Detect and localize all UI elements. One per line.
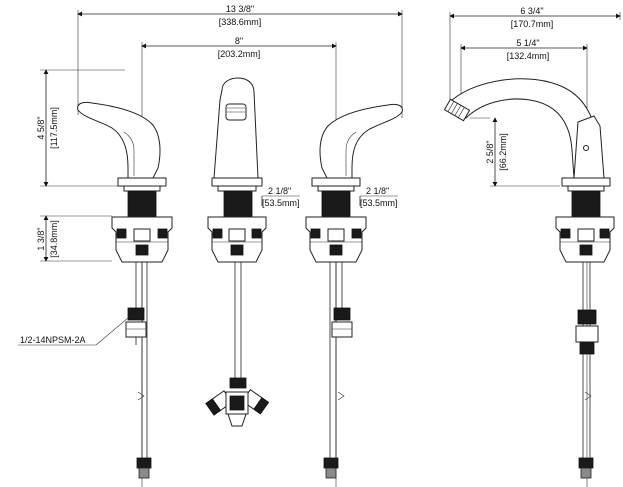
left-handle-valve (77, 101, 173, 479)
spout-height-metric: [66.2mm] (498, 133, 508, 171)
dimension-handle-height: 4 5/8" [117.5mm] (36, 69, 125, 187)
thread-spec-label: 1/2-14NPSM-2A (20, 335, 86, 345)
shank-offset-left-imperial: 2 1/8" (268, 186, 291, 196)
dimension-spout-reach-overall: 6 3/4" [170.7mm] (449, 6, 621, 100)
overall-width-imperial: 13 3/8" (226, 4, 254, 14)
spout-reach-imperial: 5 1/4" (516, 38, 539, 48)
center-spacing-metric: [203.2mm] (218, 49, 261, 59)
shank-length-imperial: 1 3/8" (36, 227, 46, 250)
dimension-shank-offset-right: 2 1/8" [53.5mm] (359, 186, 398, 208)
dimension-overall-width: 13 3/8" [338.6mm] (77, 4, 403, 118)
dimension-shank-offset-left: 2 1/8" [53.5mm] (261, 186, 300, 208)
spout-height-imperial: 2 5/8" (485, 140, 495, 163)
shank-offset-left-metric: [53.5mm] (262, 198, 300, 208)
handle-height-imperial: 4 5/8" (36, 116, 46, 139)
shank-offset-right-metric: [53.5mm] (360, 198, 398, 208)
spout-reach-overall-metric: [170.7mm] (511, 19, 554, 29)
thread-spec-callout: 1/2-14NPSM-2A (18, 317, 129, 346)
overall-width-metric: [338.6mm] (219, 17, 262, 27)
center-spacing-imperial: 8" (235, 36, 243, 46)
shank-offset-right-imperial: 2 1/8" (366, 186, 389, 196)
handle-height-metric: [117.5mm] (49, 107, 59, 149)
spout-side-view (443, 78, 615, 479)
center-spout (205, 77, 270, 427)
dimension-shank-length: 1 3/8" [34.8mm] (36, 215, 112, 262)
dimension-spout-height: 2 5/8" [66.2mm] (470, 117, 560, 187)
spout-reach-metric: [132.4mm] (507, 51, 550, 61)
right-handle-valve (305, 103, 403, 479)
spout-reach-overall-imperial: 6 3/4" (520, 6, 543, 16)
shank-length-metric: [34.8mm] (49, 220, 59, 258)
